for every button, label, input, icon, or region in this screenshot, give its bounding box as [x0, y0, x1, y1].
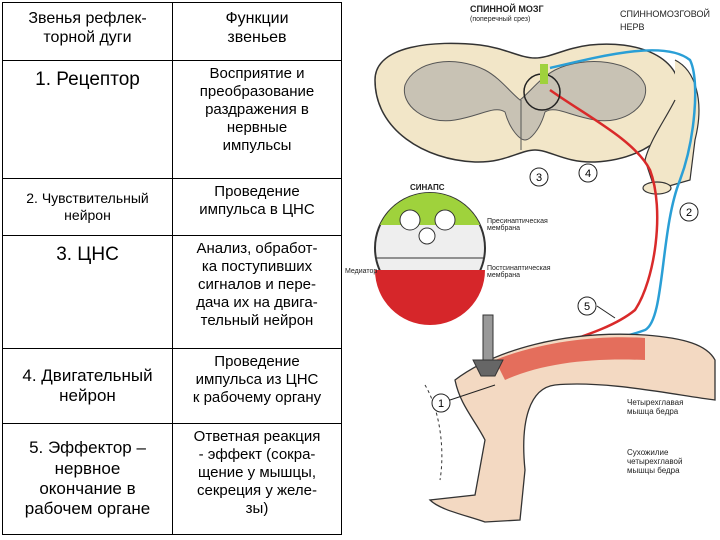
row-link: 1. Рецептор — [3, 61, 173, 178]
table-header-row: Звенья рефлек- торной дуги Функции звень… — [3, 3, 341, 61]
synapse-label: СИНАПС — [410, 183, 445, 192]
table-row: 1. Рецептор Восприятие и преобразование … — [3, 61, 341, 179]
marker-2: 2 — [686, 207, 692, 219]
table-row: 2. Чувствительный нейрон Проведение импу… — [3, 179, 341, 236]
row-link: 4. Двигательный нейрон — [3, 349, 173, 423]
quadriceps-label: Четырехглавая мышца бедра — [627, 398, 684, 416]
spinal-nerve-label: СПИННОМОЗГОВОЙ НЕРВ — [620, 9, 710, 32]
marker-5: 5 — [584, 301, 590, 313]
table-row: 4. Двигательный нейрон Проведение импуль… — [3, 349, 341, 424]
header-links: Звенья рефлек- торной дуги — [3, 3, 173, 60]
spinal-cord-label: СПИННОЙ МОЗГ — [470, 4, 544, 14]
row-function: Проведение импульса из ЦНС к рабочему ор… — [192, 353, 322, 406]
row-function: Проведение импульса в ЦНС — [199, 183, 315, 218]
header-functions: Функции звеньев — [225, 10, 289, 47]
marker-3: 3 — [536, 172, 542, 184]
row-function: Ответная реакция - эффект (сокра- щение … — [193, 428, 321, 517]
row-link: 5. Эффектор – нервное окончание в рабоче… — [3, 424, 173, 534]
presynaptic-label: Пресинаптическая мембрана — [487, 218, 548, 232]
leg-illustration — [424, 314, 716, 523]
row-function: Восприятие и преобразование раздражения … — [199, 65, 315, 154]
number-markers: 3 4 2 5 1 — [431, 163, 699, 413]
table-row: 3. ЦНС Анализ, обработ- ка поступивших с… — [3, 236, 341, 349]
reflex-arc-diagram: 3 4 2 5 1 — [374, 42, 716, 523]
row-link: 3. ЦНС — [3, 236, 173, 348]
reflex-arc-table: Звенья рефлек- торной дуги Функции звень… — [2, 2, 342, 535]
marker-1: 1 — [438, 398, 444, 410]
table-row: 5. Эффектор – нервное окончание в рабоче… — [3, 424, 341, 534]
row-link: 2. Чувствительный нейрон — [3, 179, 173, 235]
postsynaptic-label: Постсинаптическая мембрана — [487, 265, 551, 279]
synapse-magnified — [374, 192, 486, 325]
marker-4: 4 — [585, 168, 591, 180]
row-function: Анализ, обработ- ка поступивших сигналов… — [196, 240, 318, 329]
tendon-label: Сухожилие четырехглавой мышцы бедра — [627, 448, 683, 475]
cross-section-label: (поперечный срез) — [470, 16, 531, 23]
mediator-label: Медиатор — [345, 268, 378, 275]
